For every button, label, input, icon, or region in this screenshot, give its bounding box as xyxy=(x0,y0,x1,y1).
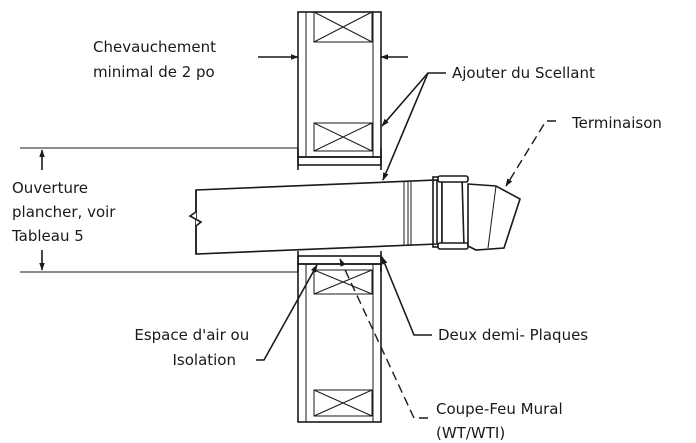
firestop-plate-upper xyxy=(297,148,382,170)
air-space-label: Espace d'air ou Isolation xyxy=(134,326,254,369)
air-space-leader xyxy=(256,264,318,361)
opening-dimension xyxy=(20,147,298,273)
half-plates-leader xyxy=(381,256,432,336)
sealant-leaders xyxy=(381,72,446,181)
overlap-label: Chevauchement minimal de 2 po xyxy=(93,38,221,81)
opening-label: Ouverture plancher, voir Tableau 5 xyxy=(11,179,120,245)
wall-lower-section xyxy=(297,263,382,423)
termination-label: Terminaison xyxy=(571,114,662,132)
termination-leader xyxy=(505,120,556,187)
vent-pipe xyxy=(188,176,443,255)
firestop-label: Coupe-Feu Mural (WT/WTI) xyxy=(436,400,567,442)
firestop-plate-lower xyxy=(297,251,382,272)
wall-upper-section xyxy=(297,11,382,158)
half-plates-label: Deux demi- Plaques xyxy=(438,326,588,344)
termination-cap xyxy=(437,175,521,251)
sealant-label: Ajouter du Scellant xyxy=(452,64,595,82)
firestop-leader xyxy=(339,258,428,419)
